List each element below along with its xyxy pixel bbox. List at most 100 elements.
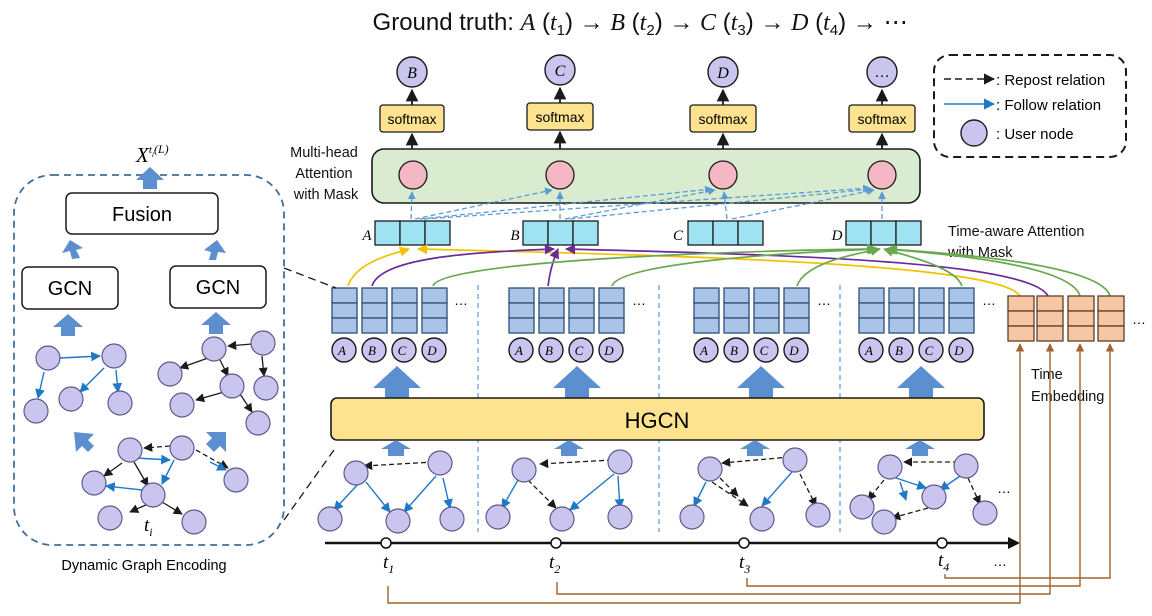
embedding-label-c: C <box>673 228 684 244</box>
title-arrow-2: → <box>760 9 784 36</box>
title-seq-1-sub: 2 <box>646 22 654 39</box>
gcn-box-right <box>169 265 267 309</box>
attention-node-2 <box>708 160 738 190</box>
legend-follow-label: : Follow relation <box>996 97 1101 114</box>
time-embedding-label: Time Embedding <box>1031 367 1104 405</box>
title-seq-2-user: C <box>700 10 717 36</box>
user-embedding-a: A <box>361 220 451 246</box>
hgcn-input-arrows <box>381 440 935 456</box>
user-node-c-4: C <box>925 343 934 358</box>
user-node-d-4: D <box>953 343 964 358</box>
user-node-a-3: A <box>699 343 708 358</box>
legend-repost-label: : Repost relation <box>996 72 1105 89</box>
gcn-box-left <box>21 266 119 310</box>
graph-snapshot-2 <box>485 449 633 532</box>
block-arrow-up-icon <box>553 366 601 398</box>
user-node-b-3: B <box>730 343 738 358</box>
block-arrow-up-icon <box>204 240 226 260</box>
attention-node-3 <box>867 160 897 190</box>
multi-head-attention-block <box>371 148 921 204</box>
dynamic-graph-encoding-panel: Xti(L) Fusion GCN GCN <box>13 142 285 546</box>
user-node-c-1: C <box>398 343 407 358</box>
block-arrow-up-icon <box>740 440 770 456</box>
timeline-label-1: t1 <box>383 552 394 576</box>
softmax-box-3 <box>848 104 916 133</box>
embedding-label-a: A <box>361 228 372 244</box>
user-embedding-d: D <box>831 220 922 246</box>
title-seq-0-user: A <box>519 10 536 36</box>
user-node-b-2: B <box>545 343 553 358</box>
softmax-label-2: softmax <box>698 111 747 127</box>
time-aware-attention-arcs <box>347 243 1111 297</box>
repost-subgraph <box>157 330 279 436</box>
output-node-b <box>396 56 428 88</box>
block-arrow-up-icon <box>201 312 231 334</box>
block-arrow-up-icon <box>206 432 226 452</box>
timeline-label-3: t3 <box>739 552 750 576</box>
hidden-state-ellipsis-3: … <box>817 292 831 308</box>
title-seq-3-user: D <box>790 10 808 36</box>
hidden-state-group-3: … <box>693 287 831 334</box>
block-arrow-up-icon <box>381 440 411 456</box>
user-node-b-1: B <box>368 343 376 358</box>
block-arrow-up-icon <box>74 432 94 452</box>
user-embedding-c: C <box>673 220 764 246</box>
graph-snapshot-3 <box>679 447 831 532</box>
timeline-ellipsis: … <box>993 553 1007 569</box>
block-arrow-up-icon <box>373 366 421 398</box>
hgcn-output-arrows <box>373 366 945 398</box>
softmax-label-0: softmax <box>387 111 436 127</box>
block-arrow-up-icon <box>737 366 785 398</box>
title-seq-1-user: B <box>610 10 625 36</box>
gcn-label-right: GCN <box>196 277 240 299</box>
graph-snapshot-1 <box>317 450 465 534</box>
block-arrow-up-icon <box>136 167 164 189</box>
title-seq-1-time: t <box>640 10 648 36</box>
hidden-state-ellipsis-4: … <box>982 292 996 308</box>
title-seq-3-sub: 4 <box>830 22 838 39</box>
title-seq-0-sub: 1 <box>557 22 565 39</box>
time-embedding-ellipsis: … <box>1132 311 1146 327</box>
attention-node-0 <box>398 160 428 190</box>
user-node-row-2: A B C D <box>508 337 624 363</box>
time-embedding-cells: … <box>1007 295 1146 342</box>
block-arrow-up-icon <box>62 240 83 259</box>
output-column-0: B softmax <box>379 56 445 158</box>
title-seq-2-sub: 3 <box>737 22 745 39</box>
attention-node-1 <box>545 160 575 190</box>
fusion-label: Fusion <box>112 204 172 226</box>
hidden-state-group-4: … <box>858 287 996 334</box>
timeline-point-2 <box>550 537 562 549</box>
user-node-row-4: A B C D <box>858 337 974 363</box>
timeline-point-1 <box>380 537 392 549</box>
user-node-d-3: D <box>788 343 799 358</box>
softmax-box-2 <box>689 104 757 133</box>
output-column-3: … softmax <box>848 56 916 158</box>
timeline-label-2: t2 <box>549 552 560 576</box>
masked-attention-links <box>407 184 886 220</box>
user-node-d-1: D <box>426 343 437 358</box>
ground-truth-title: Ground truth: A (t1) → B (t2) → C (t3) →… <box>373 9 908 39</box>
dynamic-graph-encoding-caption: Dynamic Graph Encoding <box>61 558 226 574</box>
title-arrow-1: → <box>669 9 693 36</box>
hgcn-label: HGCN <box>625 408 690 433</box>
x-output-label: Xti(L) <box>135 142 169 167</box>
fusion-box <box>65 192 219 235</box>
output-node-ellipsis <box>866 56 898 88</box>
title-seq-0-time: t <box>550 10 558 36</box>
timeline: t1 t2 t3 t4 … <box>325 537 1020 576</box>
ti-label: ti <box>144 515 153 539</box>
output-label-d: D <box>716 65 729 82</box>
graph-ellipsis: … <box>997 480 1011 496</box>
title-arrow-3: → <box>853 9 877 36</box>
gcn-label-left: GCN <box>48 278 92 300</box>
block-arrow-up-icon <box>905 440 935 456</box>
user-node-c-2: C <box>575 343 584 358</box>
softmax-box-1 <box>526 102 594 131</box>
user-node-b-4: B <box>895 343 903 358</box>
title-seq-3-time: t <box>823 10 831 36</box>
attention-label: Multi-head Attention with Mask <box>290 145 362 203</box>
time-embedding-links <box>387 343 1115 604</box>
title-arrow-0: → <box>580 9 604 36</box>
